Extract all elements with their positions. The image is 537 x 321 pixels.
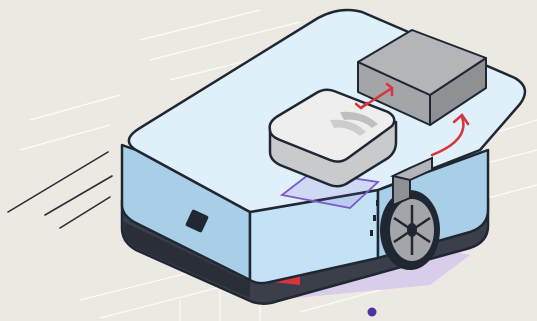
purple-dot <box>368 308 377 317</box>
wheel-icon <box>380 190 440 270</box>
